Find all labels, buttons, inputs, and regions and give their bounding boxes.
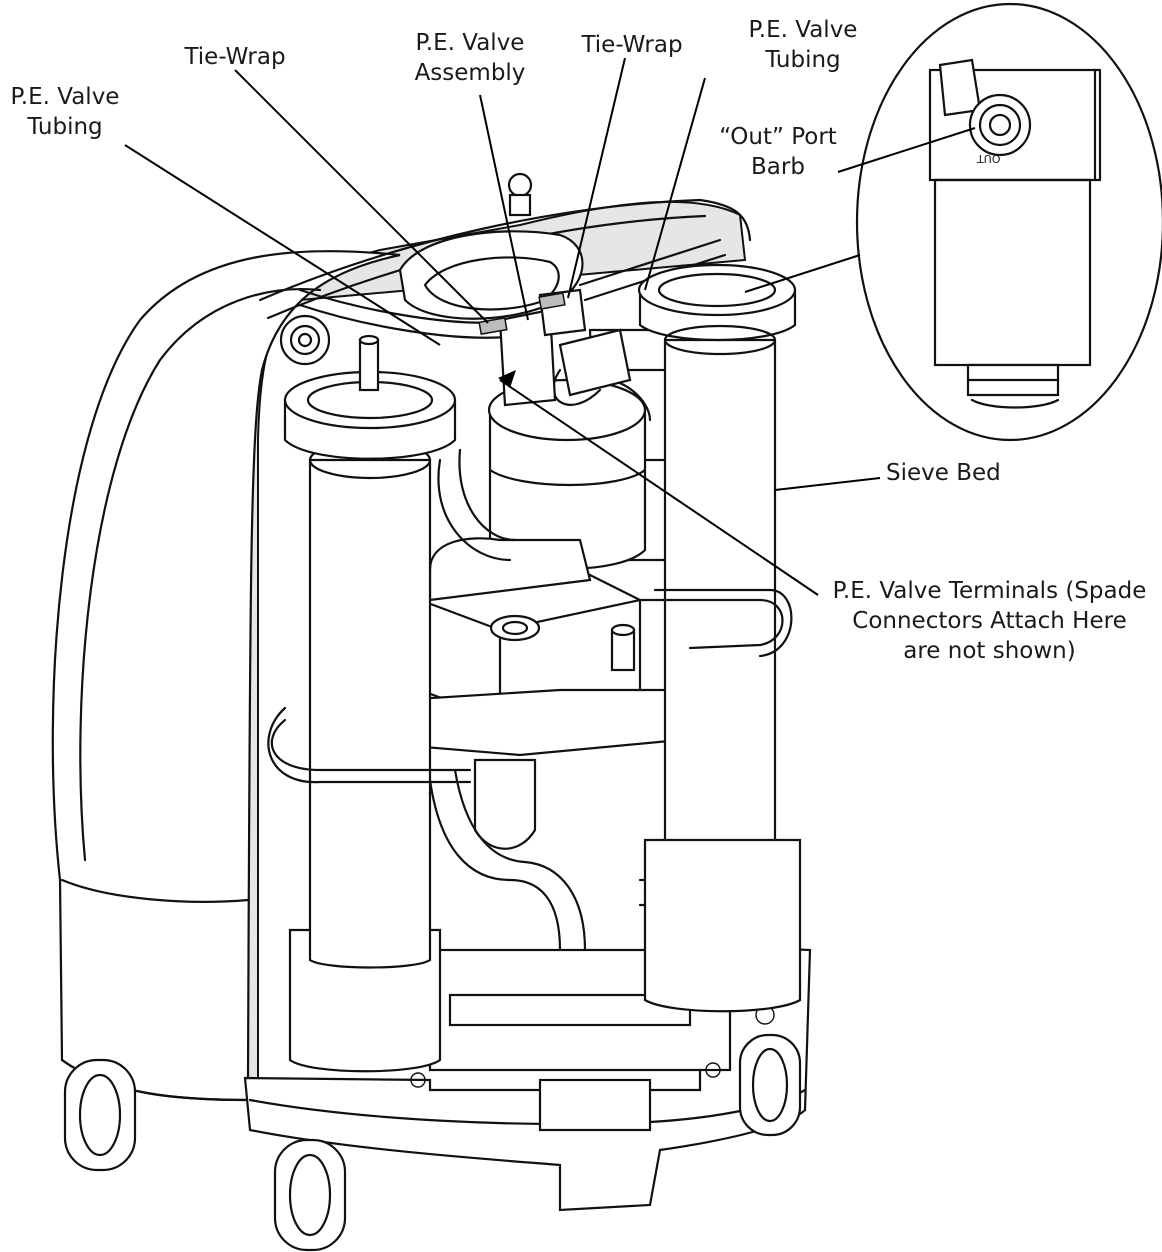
detail-inset [855,2,1162,442]
arrow-terminals [498,370,516,388]
pressure-gauge [279,314,331,366]
label-pe-valve-tubing-right: P.E. Valve Tubing [748,17,858,73]
label-tie-wrap-right: Tie-Wrap [581,32,683,58]
label-sieve-bed: Sieve Bed [886,460,1001,486]
retaining-straps [267,588,793,784]
detail-port-marking: OUT [977,152,1001,165]
leader-pe-valve-assembly [479,94,529,321]
leader-out-port-barb [837,127,976,173]
label-out-port-barb: “Out” Port Barb [719,124,837,180]
label-pe-valve-terminals: P.E. Valve Terminals (Spade Connectors A… [832,578,1147,664]
leader-tie-wrap-right [567,57,626,299]
label-pe-valve-assembly: P.E. Valve Assembly [414,30,526,86]
leader-tie-wrap-left [234,69,489,324]
leader-pe-valve-tubing-left [124,144,441,346]
label-pe-valve-tubing-left: P.E. Valve Tubing [10,84,120,140]
sieve-bed-left [283,334,457,1073]
leader-sieve-bed [774,477,881,491]
center-module [398,537,682,850]
casters [63,1033,802,1252]
leader-pe-valve-terminals [499,379,819,596]
leader-lines [124,57,976,596]
label-tie-wrap-left: Tie-Wrap [184,44,286,70]
leader-pe-valve-tubing-right [644,77,706,291]
sieve-bed-right [637,263,802,1013]
top-handle [398,172,584,320]
leader-inset-to-assembly [744,254,861,293]
pe-valve-block [478,288,632,407]
